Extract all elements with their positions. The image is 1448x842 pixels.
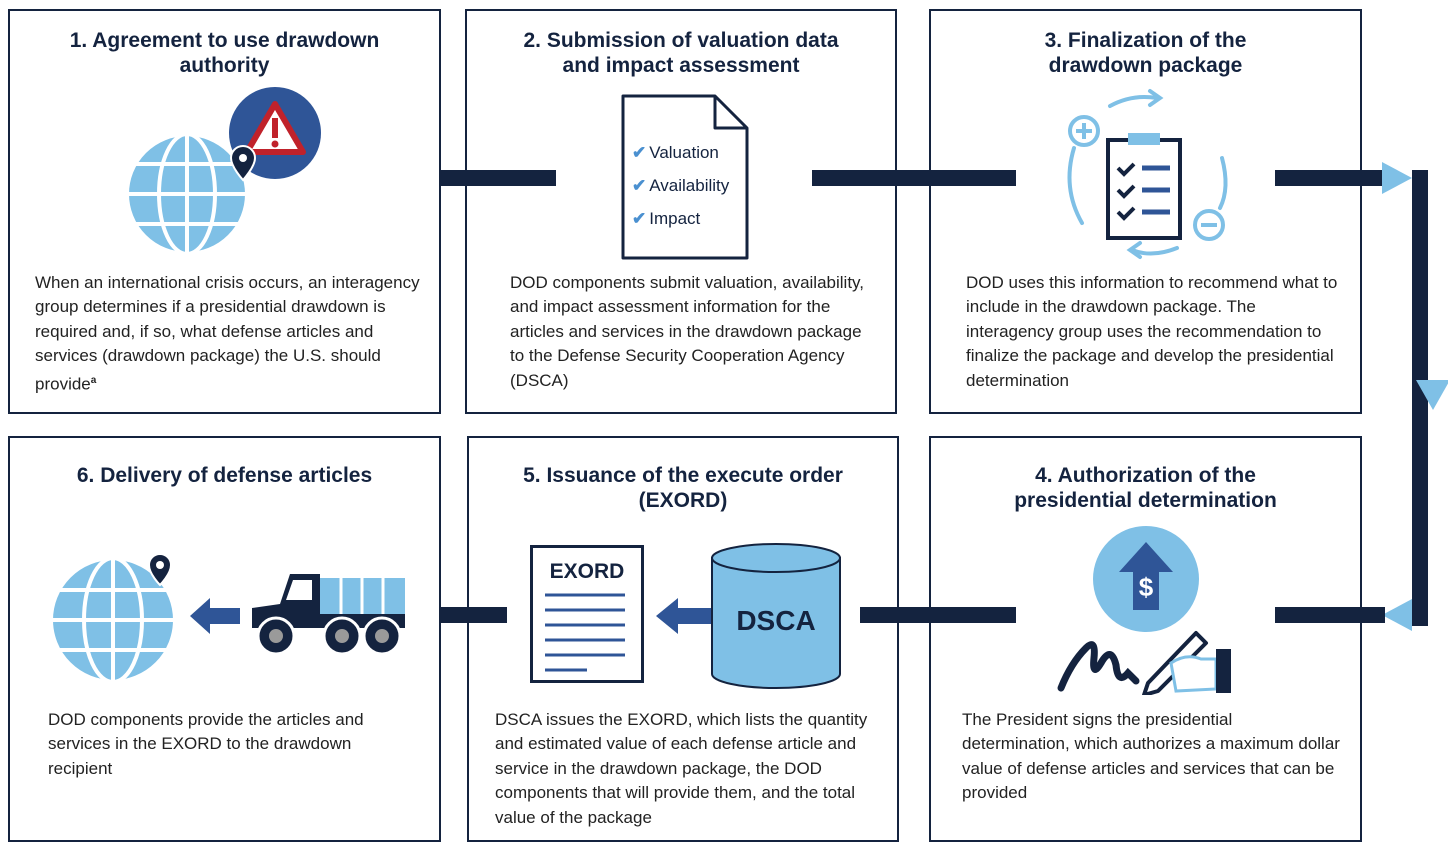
step-1-description: When an international crisis occurs, an … [35, 271, 430, 397]
step-6-description: DOD components provide the articles and … [48, 710, 364, 778]
checklist: ✔ Valuation ✔ Availability ✔ Impact [632, 136, 729, 235]
signature-illustration [1057, 631, 1231, 695]
step-2-box: 2. Submission of valuation data and impa… [465, 9, 897, 414]
checklist-label-availability: Availability [649, 175, 730, 195]
connector-4-5 [860, 607, 1016, 623]
step-4-title-line2: presidential determination [1014, 489, 1277, 512]
clipboard-cycle-illustration [1067, 89, 1228, 259]
minus-icon [1193, 209, 1225, 241]
plus-icon [1068, 115, 1100, 147]
footnote-marker: a [90, 374, 97, 386]
arrow-down-icon [1416, 380, 1448, 410]
checkmark-icon: ✔ [632, 208, 647, 228]
step-1-title-line1: 1. Agreement to use drawdown [69, 29, 380, 52]
globe-icon [125, 132, 249, 256]
signature-icon [1057, 641, 1140, 692]
truck-icon [252, 574, 405, 656]
cycle-arrows-icon [1067, 89, 1228, 259]
connector-1-2 [441, 170, 556, 186]
pen-hand-icon [1142, 631, 1231, 695]
step-1-title-line2: authority [179, 54, 270, 77]
arrow-left-icon [656, 598, 712, 634]
checklist-item: ✔ Valuation [632, 136, 729, 169]
step-4-title-line1: 4. Authorization of the [1035, 464, 1256, 487]
step-5-title: 5. Issuance of the execute order (EXORD) [469, 463, 897, 513]
step-6-box: 6. Delivery of defense articles DOD comp… [8, 436, 441, 842]
connector-5-6 [441, 607, 507, 623]
step-2-title: 2. Submission of valuation data and impa… [467, 28, 895, 78]
arrow-left-icon [190, 598, 240, 634]
checklist-item: ✔ Impact [632, 202, 729, 235]
dollar-up-icon: $ [1093, 526, 1199, 632]
globe-icon [49, 552, 177, 684]
step-3-title-line2: drawdown package [1048, 54, 1243, 77]
connector-right-4 [1275, 607, 1385, 623]
location-pin-icon [147, 552, 173, 587]
step-4-box: 4. Authorization of the presidential det… [929, 436, 1362, 842]
dollar-symbol: $ [1139, 572, 1154, 602]
step-6-title: 6. Delivery of defense articles [76, 464, 373, 487]
step-3-box: 3. Finalization of the drawdown package [929, 9, 1362, 414]
step-3-title: 3. Finalization of the drawdown package [931, 28, 1360, 78]
dsca-db-label: DSCA [736, 605, 815, 636]
document-lines [545, 593, 625, 672]
step-2-title-line1: 2. Submission of valuation data [523, 29, 839, 52]
step-5-box: 5. Issuance of the execute order (EXORD)… [467, 436, 899, 842]
step-5-title-line1: 5. Issuance of the execute order [523, 464, 843, 487]
step-2-description: DOD components submit valuation, availab… [510, 273, 865, 390]
arrow-left-icon [1382, 599, 1412, 631]
step-4-description: The President signs the presidential det… [962, 710, 1340, 803]
step-5-title-line2: (EXORD) [638, 489, 728, 512]
document-icon [621, 94, 749, 260]
checkmark-icon: ✔ [632, 142, 647, 162]
step-4-title: 4. Authorization of the presidential det… [931, 463, 1360, 513]
connector-3-right [1275, 170, 1385, 186]
globe-warning-illustration [125, 87, 321, 256]
step-1-description-text: When an international crisis occurs, an … [35, 273, 420, 394]
checklist-item: ✔ Availability [632, 169, 729, 202]
checkmark-icon: ✔ [632, 175, 647, 195]
exord-doc-label: EXORD [549, 560, 625, 583]
step-5-description: DSCA issues the EXORD, which lists the q… [495, 710, 868, 827]
exord-document-icon: EXORD [530, 545, 644, 683]
arrow-right-icon [1382, 162, 1412, 194]
step-2-title-line2: and impact assessment [562, 54, 800, 77]
step-3-description: DOD uses this information to recommend w… [966, 273, 1338, 390]
database-icon: DSCA [711, 543, 841, 689]
checklist-label-valuation: Valuation [649, 142, 719, 162]
step-3-title-line1: 3. Finalization of the [1044, 29, 1247, 52]
connector-2-3 [812, 170, 1016, 186]
checklist-label-impact: Impact [649, 208, 701, 228]
clipboard-icon [1106, 133, 1182, 240]
step-1-box: 1. Agreement to use drawdown authority W… [8, 9, 441, 414]
step-1-title: 1. Agreement to use drawdown authority [10, 28, 439, 78]
location-pin-icon [229, 144, 257, 182]
connector-right-vertical [1412, 170, 1428, 626]
